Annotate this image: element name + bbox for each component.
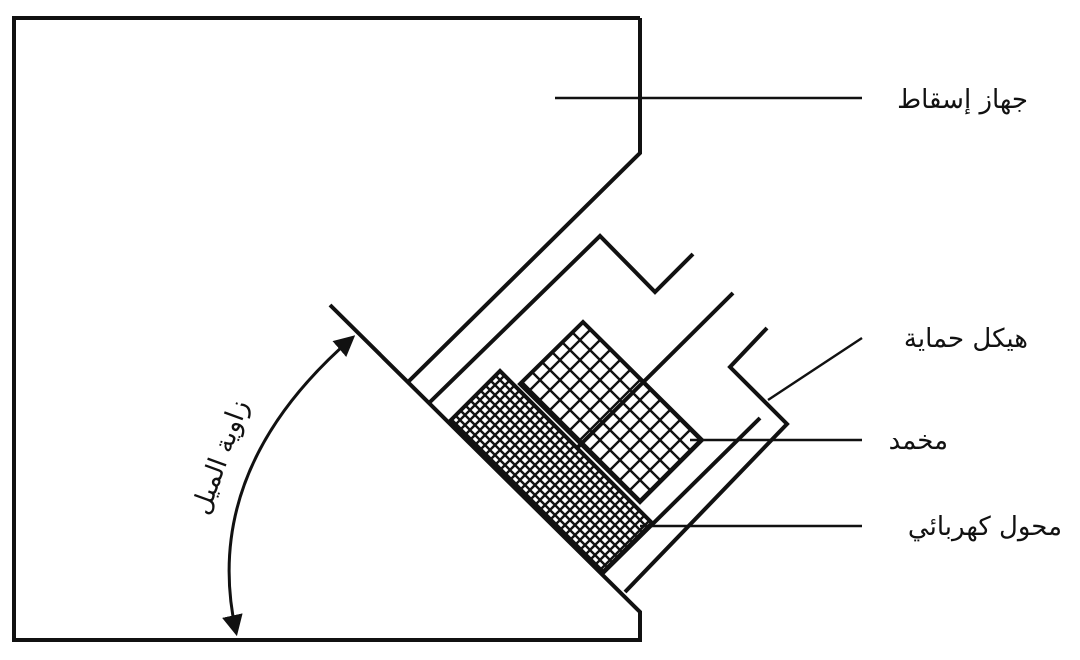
leader-housing	[767, 336, 863, 402]
transducer-block	[448, 368, 655, 575]
label-transducer: محول كهربائي	[908, 512, 1062, 542]
housing-outer-outline	[623, 326, 790, 594]
label-housing: هيكل حماية	[904, 324, 1028, 354]
label-damper: مخمد	[889, 426, 948, 456]
label-projector: جهاز إسقاط	[897, 85, 1028, 115]
housing-inner-outline	[428, 233, 695, 404]
tilt-angle-arrow	[222, 335, 356, 637]
label-tilt-angle: زاوية الميل	[186, 396, 255, 519]
projector-frame	[12, 16, 642, 642]
